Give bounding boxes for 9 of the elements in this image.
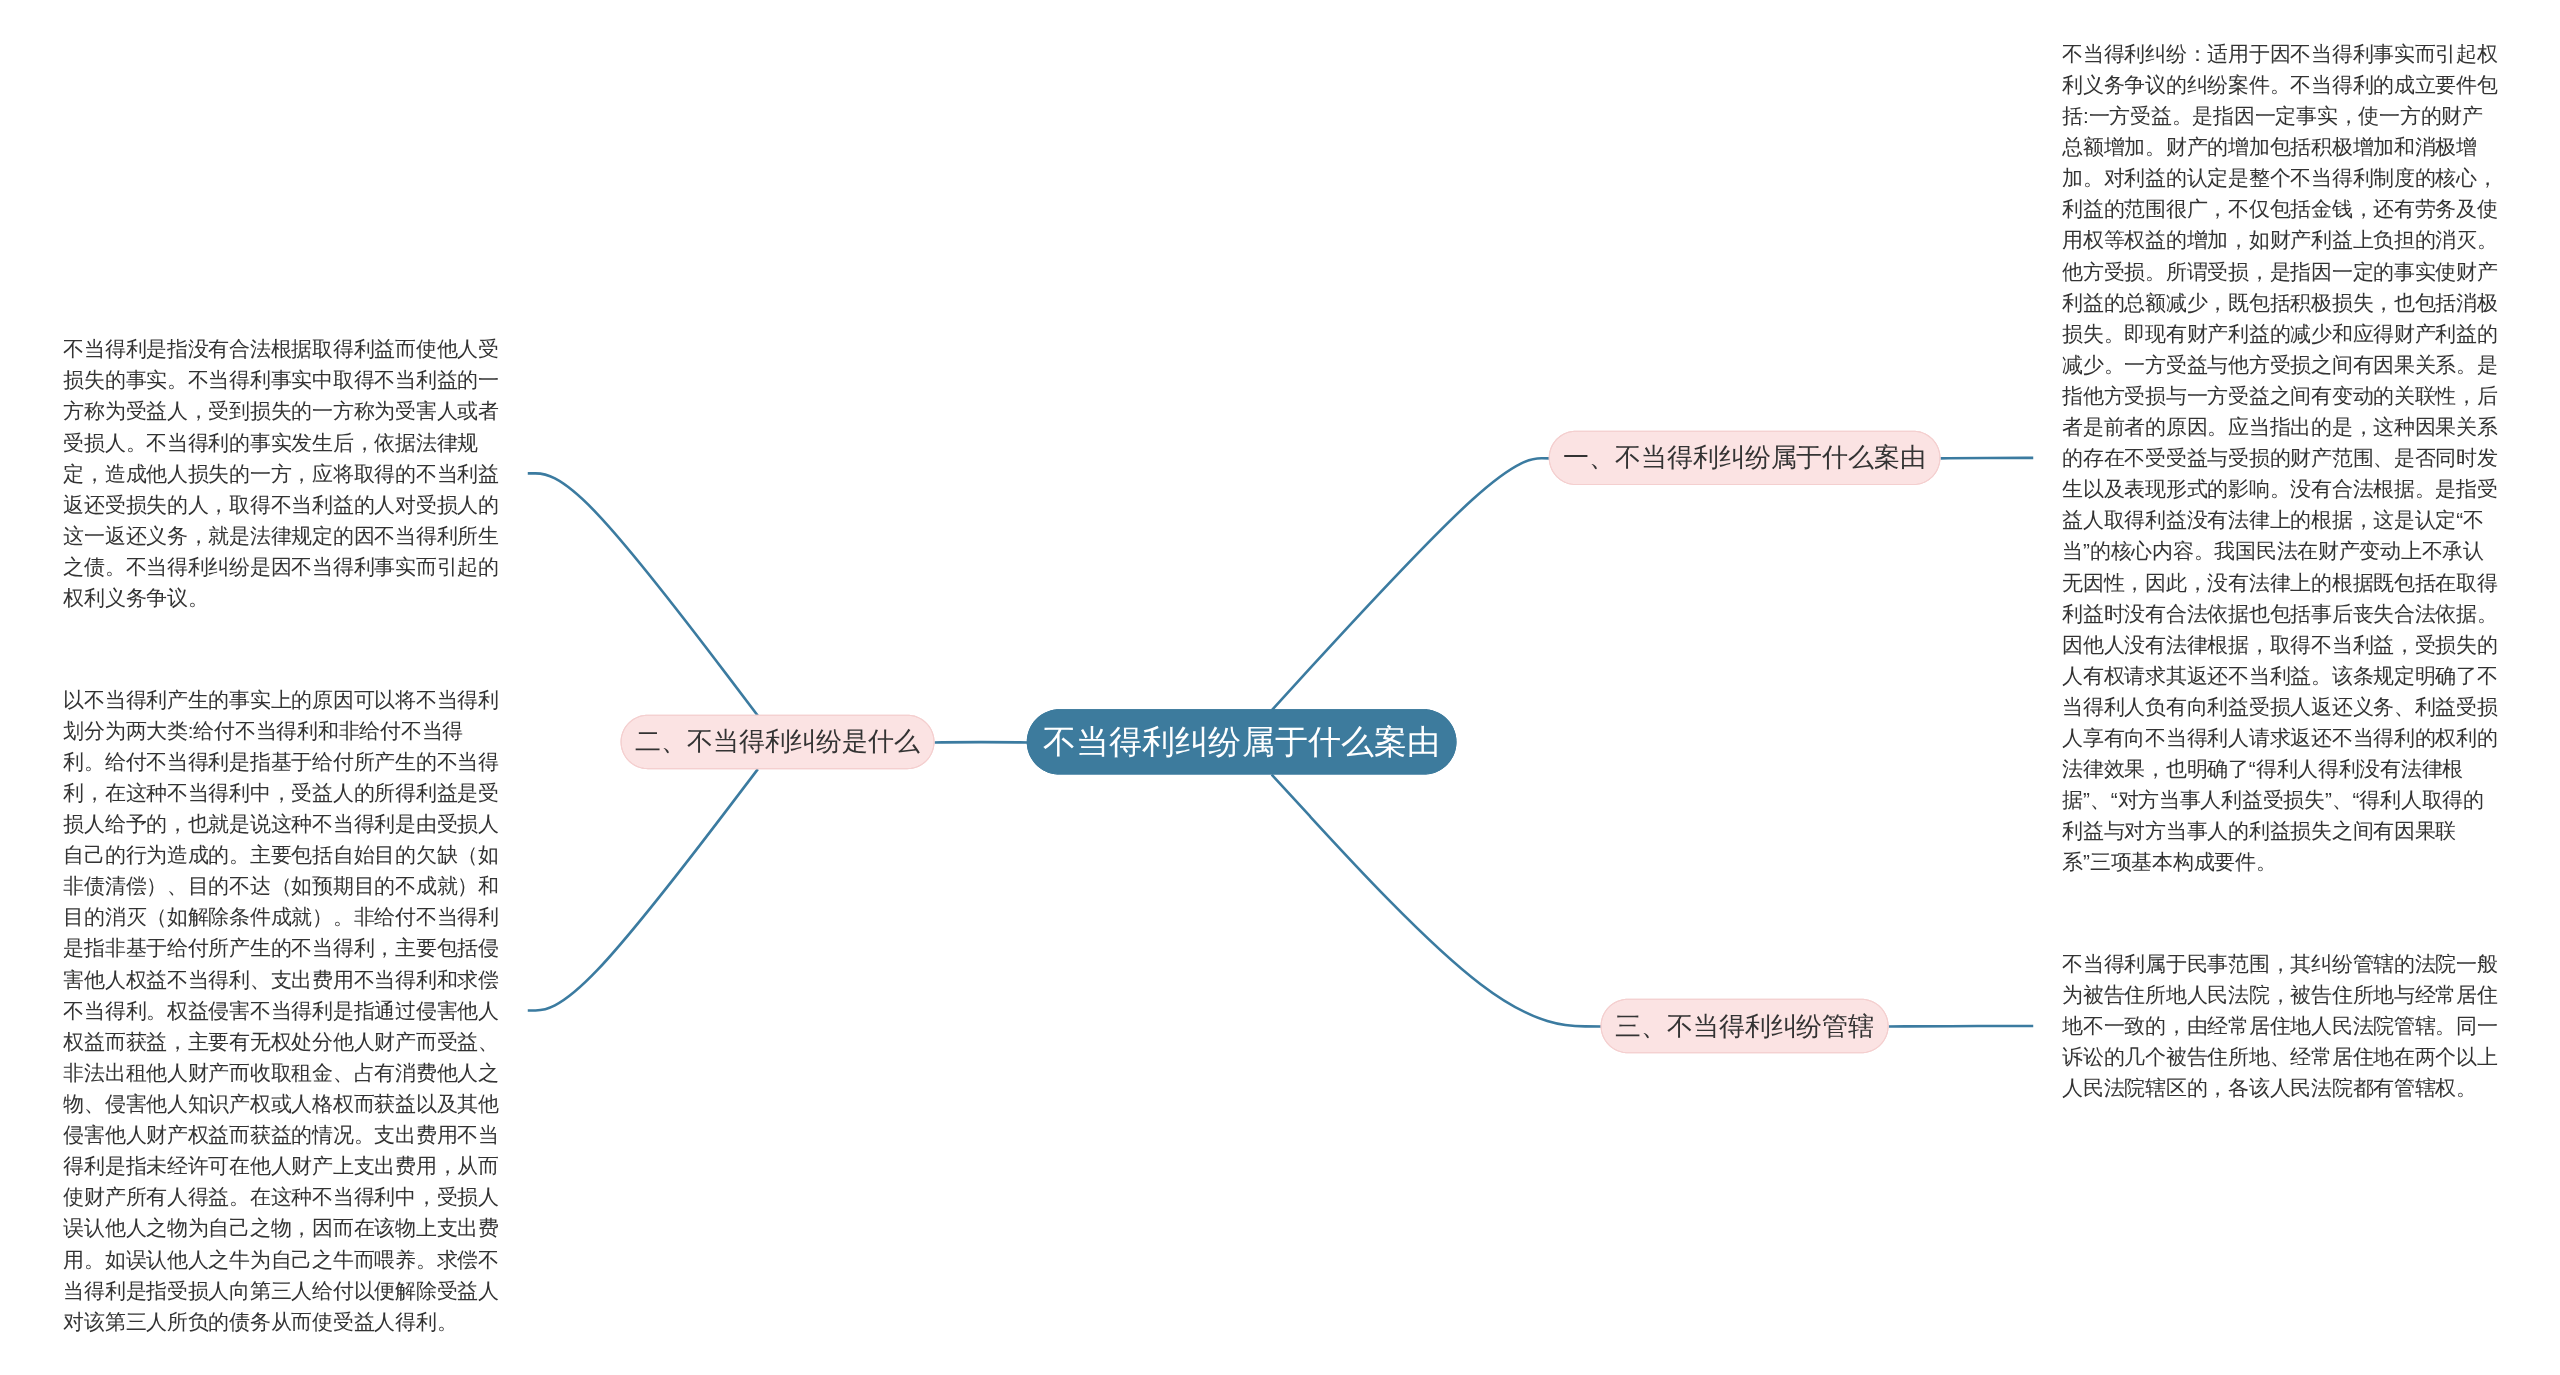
node-text: 不当得利属于民事范围，其纠纷管辖的法院一般为被告住所地人民法院，被告住所地与经常居住地不一致的，由经常居住地人民法院管辖。同一诉讼的几个被告住所地、经常居住地在两个以上人民法院辖区的，各该人民法院都有管辖权。: [2061, 952, 2498, 1100]
connector: [1270, 773, 1602, 1028]
connector: [1939, 456, 2033, 460]
connector: [1888, 1024, 2033, 1028]
node-text: 不当得利是指没有合法根据取得利益而使他人受损失的事实。不当得利事实中取得不当利益的一方称为受益人，受到损失的一方称为受害人或者受损人。不当得利的事实发生后，依据法律规定，造成他人损失的一方，应将取得的不当利益返还受损失的人，取得不当利益的人对受损人的这一返还义务，就是法律规定的因不当得利所生之债。不当得利纠纷是因不当得利事实而引起的权利义务争议。: [62, 337, 499, 610]
node-text: 以不当得利产生的事实上的原因可以将不当得利划分为两大类:给付不当得利和非给付不当得利。给付不当得利是指基于给付所产生的不当得利，在这种不当得利中，受益人的所得利益是受损人给予的，也就是说这种不当得利是由受损人自己的行为造成的。主要包括自始目的欠缺（如非债清偿）、目的不达（如预期目的不成就）和目的消灭（如解除条件成就）。非给付不当得利是指非基于给付所产生的不当得利，主要包括侵害他人权益不当得利、支出费用不当得利和求偿不当得利。权益侵害不当得利是指通过侵害他人权益而获益，主要有无权处分他人财产而受益、非法出租他人财产而收取租金、占有消费他人之物、侵害他人知识产权或人格权而获益以及其他侵害他人财产权益而获益的情况。支出费用不当得利是指未经许可在他人财产上支出费用，从而使财产所有人得益。在这种不当得利中，受损人误认他人之物为自己之物，因而在该物上支出费用。如误认他人之牛为自己之牛而喂养。求偿不当得利是指受损人向第三人给付以便解除受益人对该第三人所负的债务从而使受益人得利。: [62, 688, 499, 1333]
connector: [527, 768, 759, 1012]
connector: [527, 472, 759, 717]
node-text: 不当得利纠纷：适用于因不当得利事实而引起权利义务争议的纠纷案件。不当得利的成立要件包括:一方受益。是指因一定事实，使一方的财产总额增加。财产的增加包括积极增加和消极增加。对利益的认定是整个不当得利制度的核心，利益的范围很广，不仅包括金钱，还有劳务及使用权等权益的增加，如财产利益上负担的消灭。他方受损。所谓受损，是指因一定的事实使财产利益的总额减少，既包括积极损失，也包括消极损失。即现有财产利益的减少和应得财产利益的减少。一方受益与他方受损之间有因果关系。是指他方受损与一方受益之间有变动的关联性，后者是前者的原因。应当指出的是，这种因果关系的存在不受受益与受损的财产范围、是否同时发生以及表现形式的影响。没有合法根据。是指受益人取得利益没有法律上的根据，这是认定“不当”的核心内容。我国民法在财产变动上不承认无因性，因此，没有法律上的根据既包括在取得利益时没有合法依据也包括事后丧失合法依据。因他人没有法律根据，取得不当利益，受损失的人有权请求其返还不当利益。该条规定明确了不当得利人负有向利益受损人返还义务、利益受损人享有向不当得利人请求返还不当得利的权利的法律效果，也明确了“得利人得利没有法律根据”、“对方当事人利益受损失”、“得利人取得的利益与对方当事人的利益损失之间有因果联系”三项基本构成要件。: [2061, 42, 2498, 874]
